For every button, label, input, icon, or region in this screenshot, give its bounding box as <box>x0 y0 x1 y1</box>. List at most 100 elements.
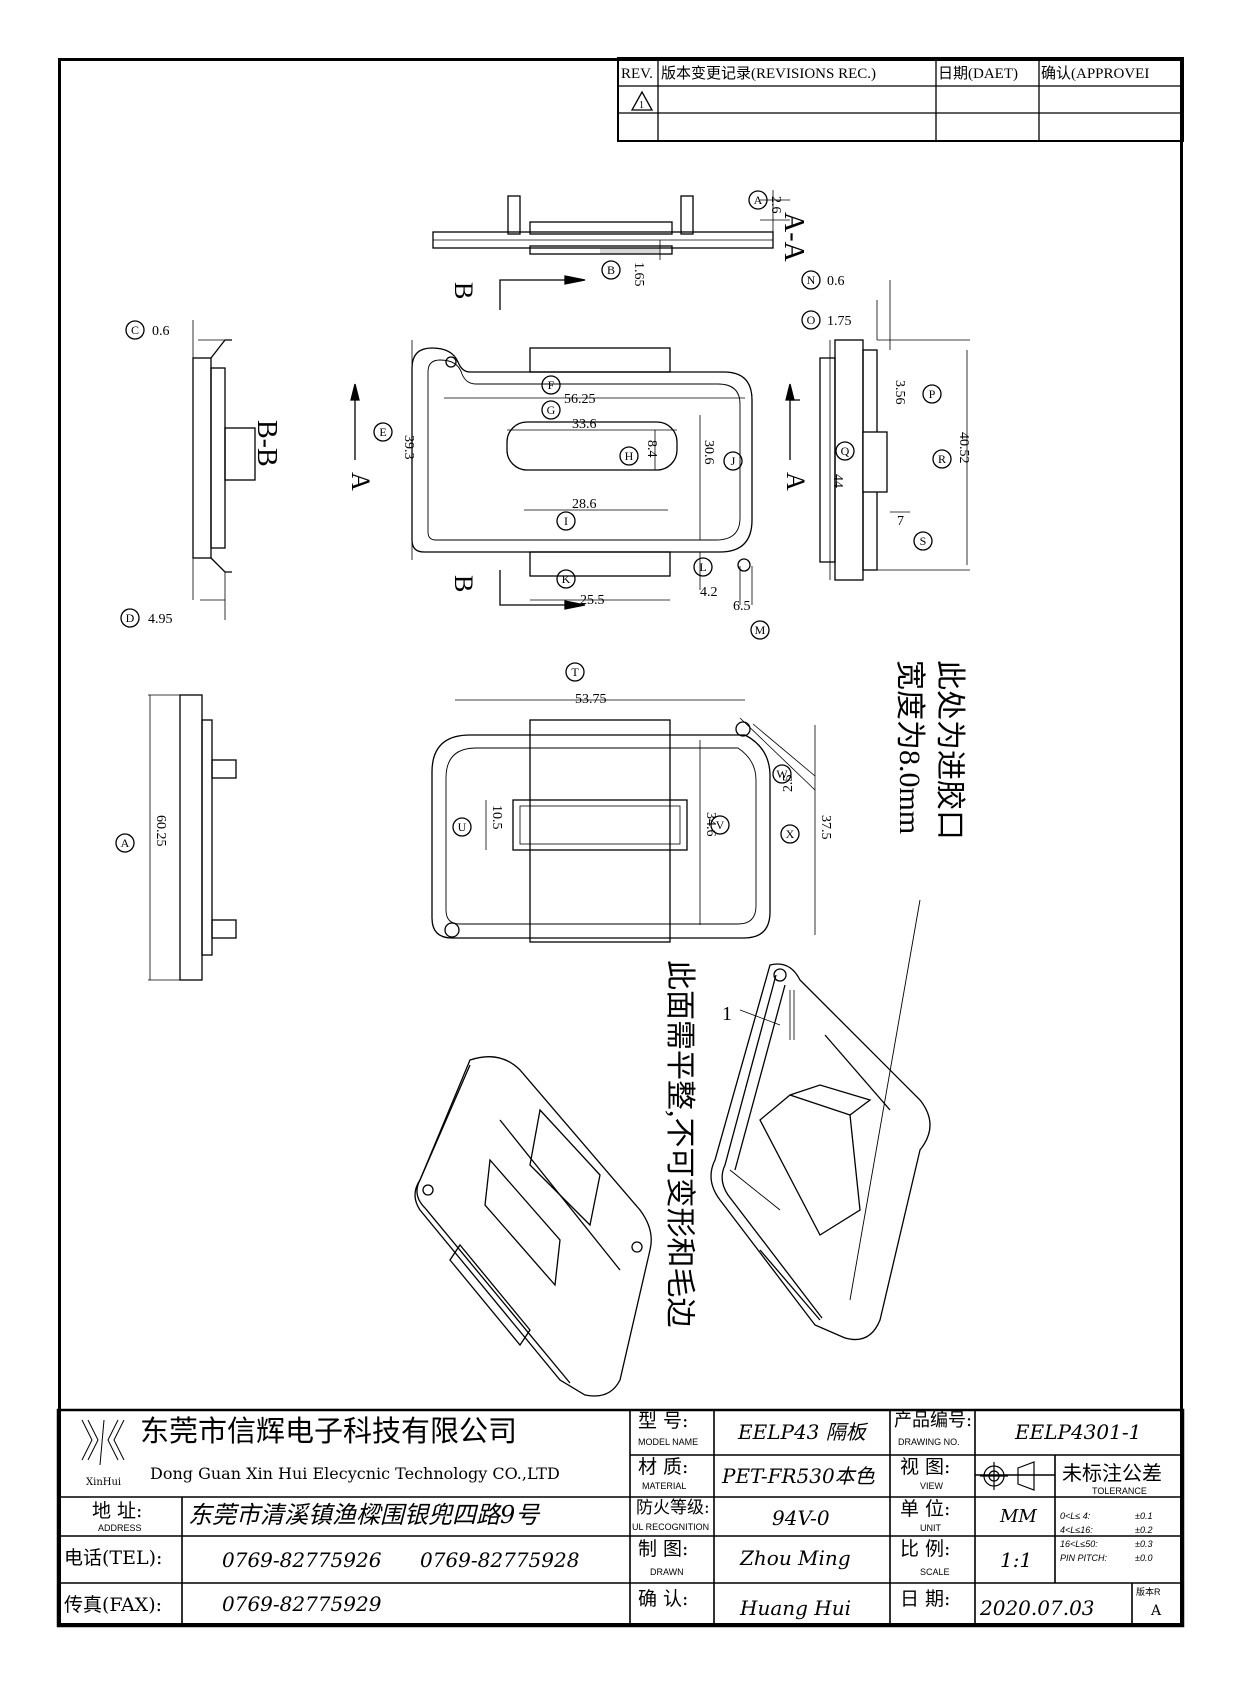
projection-symbol-icon <box>980 1461 1035 1491</box>
dim-f: 56.25 <box>564 392 596 407</box>
material-label-en: MATERIAL <box>642 1481 687 1491</box>
ul-value: 94V-0 <box>772 1506 830 1530</box>
balloon-s: S <box>920 534 927 548</box>
check-value: Huang Hui <box>740 1596 852 1620</box>
dim-c: 0.6 <box>152 324 170 339</box>
iso-view-left <box>414 1056 652 1397</box>
dim-n: 0.6 <box>827 274 845 289</box>
balloon-b: B <box>607 263 615 277</box>
section-aa-label: A-A <box>778 212 809 263</box>
balloon-t: T <box>571 665 579 679</box>
balloon-c: C <box>131 323 139 337</box>
cut-arrow-b-top <box>499 275 586 310</box>
section-aa-view <box>432 190 790 260</box>
cut-arrow-b-bottom <box>499 570 586 610</box>
balloon-a: A <box>754 193 763 207</box>
dim-a2: 60.25 <box>153 815 168 847</box>
dim-j: 30.6 <box>701 440 716 465</box>
balloon-f: F <box>548 378 555 392</box>
scale-label-en: SCALE <box>920 1567 950 1577</box>
ul-label-en: UL RECOGNITION <box>632 1522 710 1532</box>
gate-note-1: 此处为进胶口 <box>933 660 966 840</box>
address-label-en: ADDRESS <box>98 1523 142 1533</box>
rev-header: REV. <box>621 66 653 82</box>
drawing-no-value: EELP4301-1 <box>1015 1420 1142 1444</box>
drawing-no-label-en: DRAWING NO. <box>898 1437 960 1447</box>
balloon-a2: A <box>121 836 130 850</box>
dim-x: 37.5 <box>818 815 833 840</box>
balloon-k: K <box>562 572 571 586</box>
balloon-m: M <box>755 623 766 637</box>
dim-g: 33.6 <box>572 417 597 432</box>
scale-value: 1:1 <box>1000 1548 1033 1572</box>
dim-h: 8.4 <box>644 440 659 458</box>
material-value: PET-FR530本色 <box>722 1464 875 1488</box>
dim-a: 2.6 <box>768 196 783 214</box>
tol-value-1: ±0.1 <box>1135 1511 1153 1521</box>
revisions-header: 版本变更记录(REVISIONS REC.) <box>661 65 876 82</box>
view-label: 视 图: <box>900 1456 951 1478</box>
tol-range-2: 4<L≤16: <box>1060 1525 1093 1535</box>
dim-v: 34.6 <box>703 812 718 837</box>
cut-b-top-label: B <box>449 282 478 299</box>
date-label: 日 期: <box>900 1588 951 1610</box>
flat-note: 此面需平整,不可变形和毛边 <box>663 960 696 1328</box>
address-value: 东莞市清溪镇渔樑围银兜四路9号 <box>188 1501 540 1529</box>
logo-text: XinHui <box>86 1477 122 1488</box>
tel-2: 0769-82775928 <box>420 1548 580 1572</box>
address-label: 地 址: <box>92 1500 143 1522</box>
cut-arrow-a-right <box>785 383 800 460</box>
section-bb-view <box>192 320 256 620</box>
dim-o: 1.75 <box>827 314 852 329</box>
balloon-w: W <box>776 767 788 781</box>
ul-label: 防火等级: <box>636 1498 710 1518</box>
approve-header: 确认(APPROVEI <box>1041 65 1149 82</box>
dim-u: 10.5 <box>489 805 504 830</box>
iso-view-right <box>710 899 931 1341</box>
tol-range-1: 0<L≤ 4: <box>1060 1511 1091 1521</box>
balloon-p: P <box>929 387 936 401</box>
balloon-d: D <box>126 611 135 625</box>
cut-b-bottom-label: B <box>449 575 478 592</box>
balloon-n: N <box>807 273 816 287</box>
tolerance-label-en: TOLERANCE <box>1092 1486 1147 1496</box>
bottom-view <box>431 699 816 943</box>
dim-r: 40.52 <box>956 432 971 464</box>
dim-b: 1.65 <box>631 262 646 287</box>
unit-value: MM <box>1000 1506 1037 1527</box>
balloon-r: R <box>938 452 946 466</box>
view-label-en: VIEW <box>920 1481 944 1491</box>
drawing-sheet <box>58 58 1183 1626</box>
dim-s: 7 <box>897 514 904 529</box>
tol-value-2: ±0.2 <box>1135 1525 1153 1535</box>
drawn-label: 制 图: <box>638 1538 689 1560</box>
drawn-label-en: DRAWN <box>650 1567 684 1577</box>
dim-k: 25.5 <box>580 593 605 608</box>
revision-block <box>617 57 1184 142</box>
dim-t: 53.75 <box>575 692 607 707</box>
scale-label: 比 例: <box>900 1538 951 1560</box>
balloon-u: U <box>458 820 467 834</box>
section-bb-label: B-B <box>251 420 282 467</box>
unit-label-en: UNIT <box>920 1523 941 1533</box>
balloon-q: Q <box>841 444 850 458</box>
balloon-l: L <box>699 560 706 574</box>
unit-label: 单 位: <box>900 1498 951 1520</box>
dim-q: 44 <box>830 474 845 488</box>
tel-label: 电话(TEL): <box>64 1547 163 1569</box>
cut-arrow-a-left <box>350 383 360 460</box>
fax-label: 传真(FAX): <box>64 1594 163 1616</box>
dim-i: 28.6 <box>572 497 597 512</box>
model-label-en: MODEL NAME <box>638 1437 699 1447</box>
right-side-view <box>819 280 970 581</box>
model-label: 型 号: <box>638 1410 689 1432</box>
material-label: 材 质: <box>638 1456 689 1478</box>
balloon-g: G <box>547 403 556 417</box>
model-value: EELP43 隔板 <box>738 1420 866 1444</box>
drawing-no-label: 产品编号: <box>894 1410 973 1431</box>
cut-a-left-label: A <box>346 472 375 491</box>
date-header: 日期(DAET) <box>938 65 1018 82</box>
version-label: 版本R <box>1136 1587 1161 1597</box>
company-name-cn: 东莞市信辉电子科技有限公司 <box>140 1414 518 1448</box>
